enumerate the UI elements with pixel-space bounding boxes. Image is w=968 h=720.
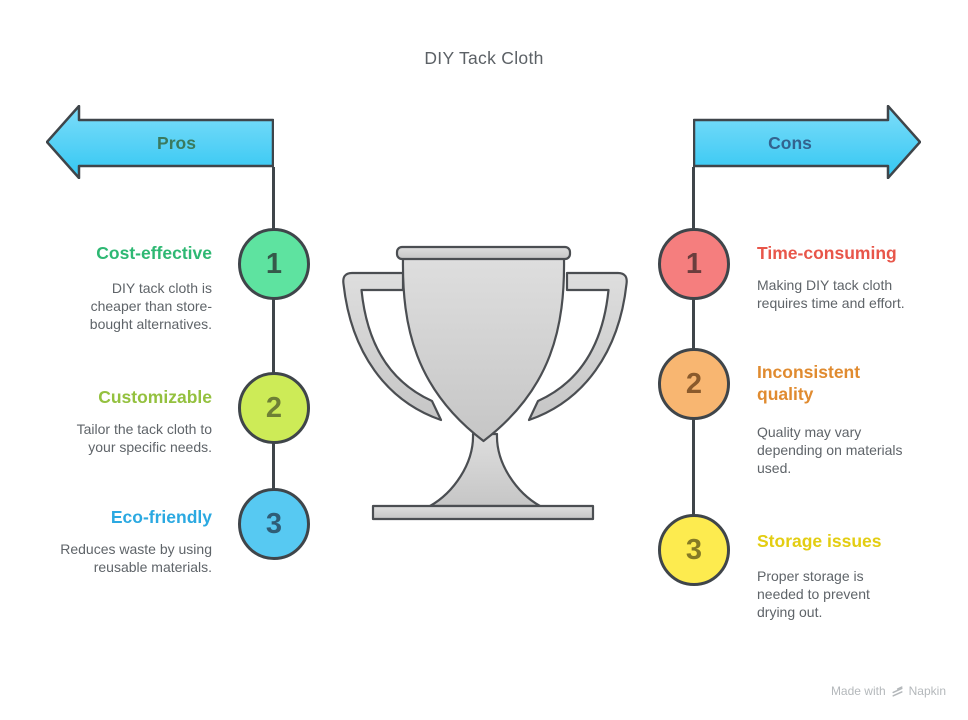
pros-step-1-circle: 1 — [238, 228, 310, 300]
cons-step-1-circle: 1 — [658, 228, 730, 300]
cons-step-2-circle: 2 — [658, 348, 730, 420]
pros-arrow-icon — [46, 105, 274, 179]
trophy-icon — [342, 245, 628, 521]
cons-arrow-label: Cons — [768, 132, 812, 153]
pros-item-1-description: DIY tack cloth is cheaper than store-bou… — [89, 280, 212, 332]
cons-step-1-number: 1 — [685, 247, 703, 280]
pros-item-3-heading: Eco-friendly — [110, 507, 212, 527]
pros-step-3-number: 3 — [265, 507, 283, 540]
cons-item-2-description: Quality may vary depending on materials … — [757, 424, 903, 476]
pros-item-2-description: Tailor the tack cloth to your specific n… — [76, 421, 212, 455]
pros-step-2-number: 2 — [265, 391, 283, 424]
cons-item-3-heading: Storage issues — [757, 531, 882, 551]
cons-step-2-number: 2 — [685, 367, 703, 400]
page-title: DIY Tack Cloth — [424, 48, 544, 68]
cons-item-2-heading: Inconsistent quality — [757, 362, 861, 404]
cons-item-1-description: Making DIY tack cloth requires time and … — [757, 277, 905, 311]
watermark-brand: Napkin — [908, 684, 946, 698]
cons-item-1-heading: Time-consuming — [757, 243, 897, 263]
pros-step-3-circle: 3 — [238, 488, 310, 560]
pros-item-2-heading: Customizable — [98, 387, 212, 407]
pros-item-1-heading: Cost-effective — [96, 243, 212, 263]
cons-step-3-number: 3 — [685, 533, 703, 566]
pros-step-2-circle: 2 — [238, 372, 310, 444]
pros-step-1-number: 1 — [265, 247, 283, 280]
cons-item-3-description: Proper storage is needed to prevent dryi… — [757, 568, 870, 620]
pros-arrow-label: Pros — [157, 132, 196, 153]
watermark: Made with Napkin — [831, 684, 946, 698]
pros-item-3-description: Reduces waste by using reusable material… — [60, 541, 212, 575]
cons-arrow-icon — [693, 105, 921, 179]
pros-connector-line — [272, 167, 275, 524]
cons-step-3-circle: 3 — [658, 514, 730, 586]
napkin-logo-icon — [892, 685, 903, 697]
watermark-prefix: Made with — [830, 684, 886, 698]
